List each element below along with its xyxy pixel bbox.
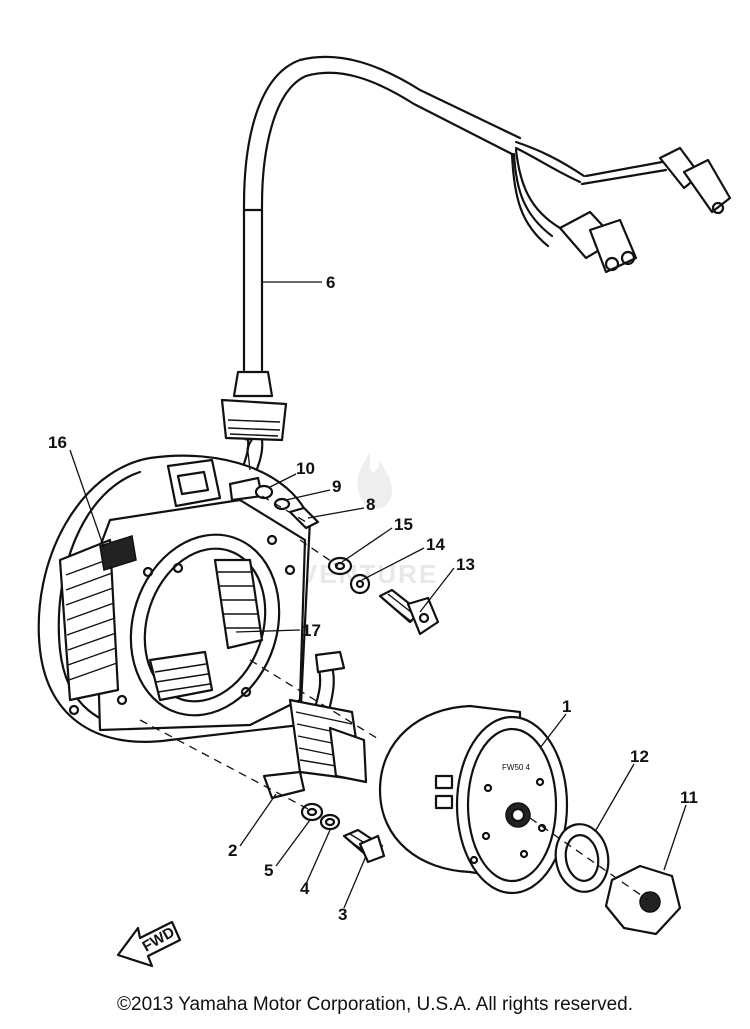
- washer-12: [554, 823, 610, 893]
- pickup-coil: [262, 650, 368, 800]
- washer-9: [273, 497, 291, 511]
- rotor: FW50 4: [378, 704, 569, 895]
- grommet: [220, 370, 288, 496]
- callout-7: 7: [244, 435, 253, 454]
- single-connector: [580, 146, 732, 215]
- callout-8: 8: [366, 495, 375, 514]
- wire-harness: [220, 55, 732, 496]
- callout-labels: 6 7 10 9 8 15 14 13 16 17 1 12 11 2 5 4 …: [48, 273, 698, 924]
- washer-10: [254, 484, 274, 500]
- callout-4: 4: [300, 879, 310, 898]
- copyright-notice: ©2013 Yamaha Motor Corporation, U.S.A. A…: [117, 994, 633, 1015]
- washer-15: [327, 556, 353, 576]
- leader-lines: [69, 281, 687, 909]
- callout-12: 12: [630, 747, 649, 766]
- washer-4: [319, 813, 341, 831]
- washer-5: [300, 802, 324, 822]
- callout-1: 1: [562, 697, 571, 716]
- callout-11: 11: [680, 788, 698, 807]
- watermark: VENTURE: [300, 452, 436, 589]
- callout-9: 9: [332, 477, 341, 496]
- callout-6: 6: [326, 273, 335, 292]
- alignment-lines: [139, 495, 649, 901]
- callout-10: 10: [296, 459, 315, 478]
- washer-14: [349, 573, 371, 595]
- callout-15: 15: [394, 515, 413, 534]
- callout-3: 3: [338, 905, 347, 924]
- screw-3: [342, 828, 386, 864]
- bolt-13: [378, 588, 440, 636]
- callout-14: 14: [426, 535, 445, 554]
- callout-17: 17: [302, 621, 321, 640]
- callout-16: 16: [48, 433, 67, 452]
- screw-8: [288, 506, 320, 530]
- stator-base-plate: [37, 454, 312, 743]
- callout-13: 13: [456, 555, 475, 574]
- stator-coil: [58, 535, 137, 702]
- rotor-stamp: FW50 4: [502, 763, 531, 772]
- forward-arrow: FWD: [116, 920, 182, 968]
- nut-11: [604, 864, 682, 936]
- callout-2: 2: [228, 841, 237, 860]
- double-connector: [558, 210, 638, 274]
- callout-5: 5: [264, 861, 273, 880]
